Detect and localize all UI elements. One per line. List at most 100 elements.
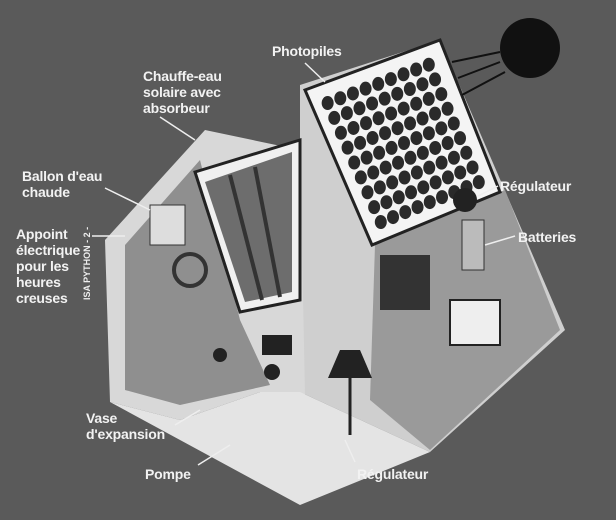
- armchair: [380, 255, 430, 310]
- pv-cell: [429, 106, 442, 121]
- label-line: Appoint: [16, 226, 68, 242]
- pv-cell: [380, 195, 393, 210]
- label-batteries: Batteries: [518, 229, 577, 245]
- pv-cell: [436, 190, 449, 205]
- tv-set: [449, 299, 501, 346]
- pv-cell: [422, 91, 435, 106]
- pv-cell: [399, 205, 412, 220]
- pv-cell: [366, 130, 379, 145]
- pv-cell: [429, 175, 442, 190]
- pv-cell: [379, 160, 392, 175]
- pv-cell: [447, 116, 460, 131]
- label-regulateur-top: Régulateur: [500, 178, 572, 194]
- pv-cell: [392, 190, 405, 205]
- pv-cell: [348, 155, 361, 170]
- label-line: d'expansion: [86, 426, 165, 442]
- pv-cell: [354, 135, 367, 150]
- pv-cell: [373, 180, 386, 195]
- pv-cell: [460, 145, 473, 160]
- label-ballon: Ballon d'eau chaude: [22, 168, 102, 200]
- pv-cell: [422, 126, 435, 141]
- coil: [172, 252, 208, 288]
- pv-cell: [416, 111, 429, 126]
- label-line: électrique: [16, 242, 81, 258]
- pv-cell: [435, 121, 448, 136]
- pv-cell: [385, 140, 398, 155]
- label-line: Chauffe-eau: [143, 68, 222, 84]
- pv-cell: [404, 150, 417, 165]
- pv-cell: [403, 82, 416, 97]
- pv-cell: [353, 101, 366, 116]
- label-line: absorbeur: [143, 100, 210, 116]
- absorber-tube: [253, 166, 282, 298]
- pv-cell: [441, 170, 454, 185]
- label-chauffe-eau: Chauffe-eau solaire avec absorbeur: [143, 68, 222, 116]
- label-line: Ballon d'eau: [22, 168, 103, 184]
- pv-cell: [441, 136, 454, 151]
- pv-cell: [328, 110, 341, 125]
- regulator-bottom-device: [264, 364, 280, 380]
- pv-cell: [454, 165, 467, 180]
- pv-cell: [416, 77, 429, 92]
- pv-cell: [354, 170, 367, 185]
- regulator-device: [453, 188, 477, 212]
- pv-cell: [397, 67, 410, 82]
- pv-cell: [422, 57, 435, 72]
- pv-cell: [373, 145, 386, 160]
- pv-cell: [346, 86, 359, 101]
- leader-lines: [92, 62, 516, 466]
- pv-cell: [347, 120, 360, 135]
- pv-cell: [423, 160, 436, 175]
- absorber-tube: [228, 174, 264, 301]
- pv-cell: [466, 160, 479, 175]
- pv-cell: [398, 136, 410, 150]
- pv-cell: [341, 140, 354, 155]
- pv-cell: [472, 175, 485, 190]
- pv-cell: [435, 87, 448, 102]
- pv-cell: [435, 155, 448, 170]
- pv-cell: [340, 106, 353, 121]
- pv-cell: [417, 180, 430, 195]
- pv-cell: [447, 150, 460, 165]
- pv-cell: [391, 121, 404, 136]
- pv-cell: [411, 200, 424, 215]
- pv-cell: [392, 155, 405, 170]
- pv-cell: [374, 215, 387, 230]
- pv-cell: [368, 200, 381, 215]
- credit: ISA PYTHON - 2 -: [82, 226, 92, 300]
- pv-cell: [367, 165, 380, 180]
- label-line: pour les: [16, 258, 69, 274]
- pv-cell: [405, 185, 418, 200]
- label-appoint: Appoint électrique pour les heures creus…: [16, 226, 80, 306]
- pv-cell: [391, 86, 404, 101]
- label-line: Vase: [86, 410, 118, 426]
- label-line: heures: [16, 274, 61, 290]
- pv-cell: [361, 185, 374, 200]
- label-regulateur-bottom: Régulateur: [357, 466, 429, 482]
- pv-cell: [410, 131, 423, 146]
- pv-cell: [359, 81, 372, 96]
- label-line: creuses: [16, 290, 68, 306]
- pv-cell: [372, 111, 385, 126]
- label-vase: Vase d'expansion: [86, 410, 165, 442]
- expansion-vessel: [213, 348, 227, 362]
- pv-cell: [397, 101, 410, 116]
- hot-water-tank: [149, 204, 186, 246]
- pv-cell: [387, 210, 400, 225]
- absorber: [205, 152, 292, 302]
- pv-cell: [429, 140, 442, 155]
- pv-cell: [385, 106, 398, 121]
- pv-cell: [360, 116, 373, 131]
- batteries-device: [461, 219, 485, 271]
- pv-cell: [410, 62, 423, 77]
- pv-cell: [386, 175, 399, 190]
- label-line: solaire avec: [143, 84, 221, 100]
- pv-cell: [416, 145, 429, 160]
- sun: [500, 18, 560, 78]
- pv-cell: [334, 91, 347, 106]
- floor-lamp-shade: [328, 350, 372, 378]
- pv-cell: [441, 101, 454, 116]
- pv-cell: [334, 125, 347, 140]
- pv-cell: [398, 170, 411, 185]
